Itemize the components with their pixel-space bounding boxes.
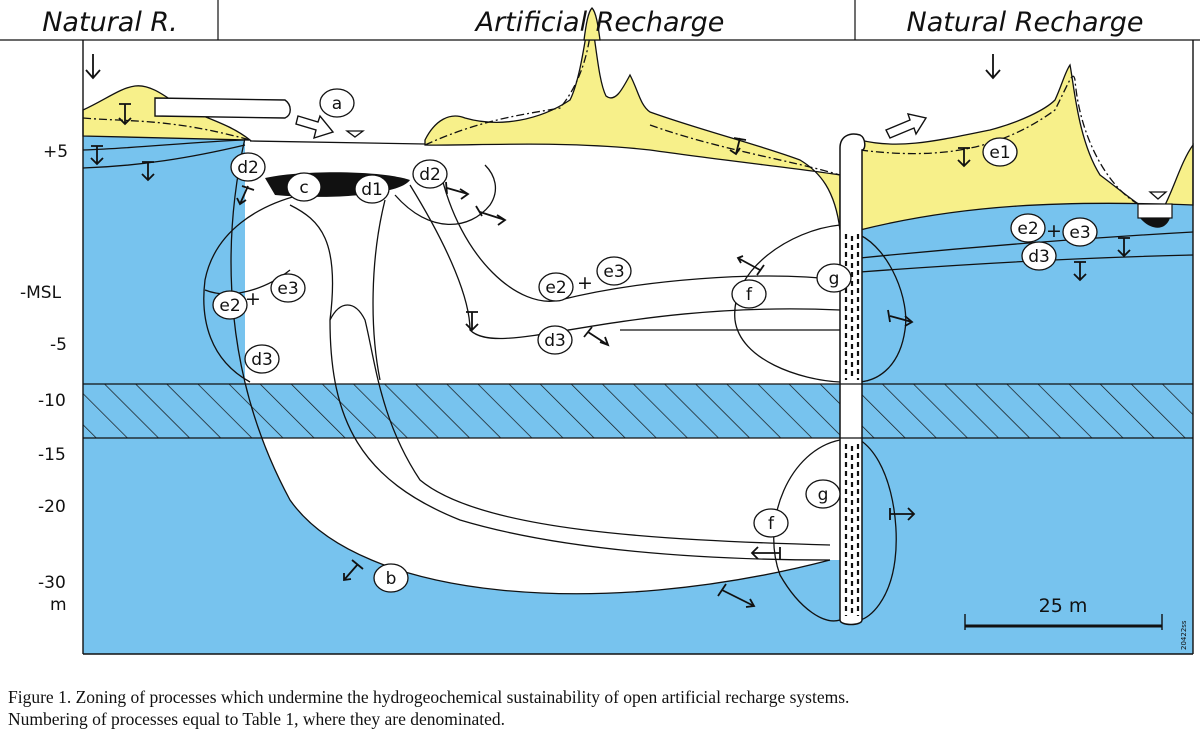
svg-text:f: f [768,514,775,534]
caption-line-1: Figure 1. Zoning of processes which unde… [8,687,850,707]
label-d3: d3 [244,344,280,374]
depth-label: -5 [50,335,67,355]
sand-center [424,11,841,231]
svg-text:e2: e2 [1017,219,1038,239]
well-screen [844,234,860,616]
label-a: a [319,88,355,118]
figure-code: 20422ss [1180,620,1188,650]
svg-text:e3: e3 [277,279,298,299]
label-e2: e2 [212,290,248,320]
svg-text:e2: e2 [545,278,566,298]
depth-label: +5 [43,142,68,162]
sand-right [859,63,1194,231]
svg-text:c: c [299,178,308,198]
header-natural-recharge-right: Natural Recharge [907,7,1144,38]
svg-text:e1: e1 [989,143,1010,163]
aquitard-layer [83,384,1193,438]
depth-label: -20 [38,497,66,517]
label-b: b [373,563,409,593]
inflow-arrow [295,114,335,140]
caption-line-2: Numbering of processes equal to Table 1,… [8,709,506,729]
svg-text:d1: d1 [361,180,383,200]
depth-label: m [50,595,67,615]
label-d3: d3 [1021,241,1057,271]
svg-text:e2: e2 [219,296,240,316]
label-g: g [816,263,852,293]
label-e3: e3 [596,256,632,286]
plus-sign: + [577,272,593,294]
depth-label: -10 [38,391,66,411]
figure-caption: Figure 1. Zoning of processes which unde… [8,686,1188,730]
svg-text:d3: d3 [1028,247,1050,267]
label-d3: d3 [537,325,573,355]
cross-section-diagram: Natural R. Artificial Recharge Natural R… [0,0,1200,655]
svg-text:e3: e3 [603,262,624,282]
scale-bar: 25 m [964,595,1163,630]
svg-text:b: b [386,569,397,589]
svg-text:d3: d3 [544,331,566,351]
svg-text:d2: d2 [237,158,259,178]
label-f: f [753,508,789,538]
svg-text:a: a [332,94,342,114]
svg-text:g: g [818,485,829,505]
svg-text:e3: e3 [1069,223,1090,243]
depth-axis-labels: +5 -MSL -5 -10 -15 -20 -30 m [20,142,68,615]
flow-arrows [85,54,1131,608]
plus-sign: + [245,288,261,310]
scale-bar-label: 25 m [1039,595,1088,617]
label-e1: e1 [982,137,1018,167]
label-e2: e2 [538,272,574,302]
label-c: c [286,172,322,202]
svg-text:g: g [829,269,840,289]
plus-sign: + [1046,220,1062,242]
header-artificial-recharge: Artificial Recharge [474,7,725,38]
label-e3: e3 [1062,217,1098,247]
outflow-arrow [885,113,928,139]
inflow-pipe [154,97,291,119]
process-labels: a b c d1 d2 d2 d3 d3 d3 e1 e2 e3 e2 e3 e… [212,88,1098,593]
label-g: g [805,479,841,509]
label-e2: e2 [1010,213,1046,243]
label-d2: d2 [230,152,266,182]
recovery-well [839,133,866,626]
depth-label: -MSL [20,283,62,303]
svg-text:d3: d3 [251,350,273,370]
label-d2: d2 [412,159,448,189]
svg-text:f: f [746,285,753,305]
svg-text:d2: d2 [419,165,441,185]
depth-label: -30 [38,573,66,593]
label-f: f [731,279,767,309]
label-e3: e3 [270,273,306,303]
header-natural-recharge-left: Natural R. [42,7,178,38]
label-d1: d1 [354,174,390,204]
depth-label: -15 [38,445,66,465]
